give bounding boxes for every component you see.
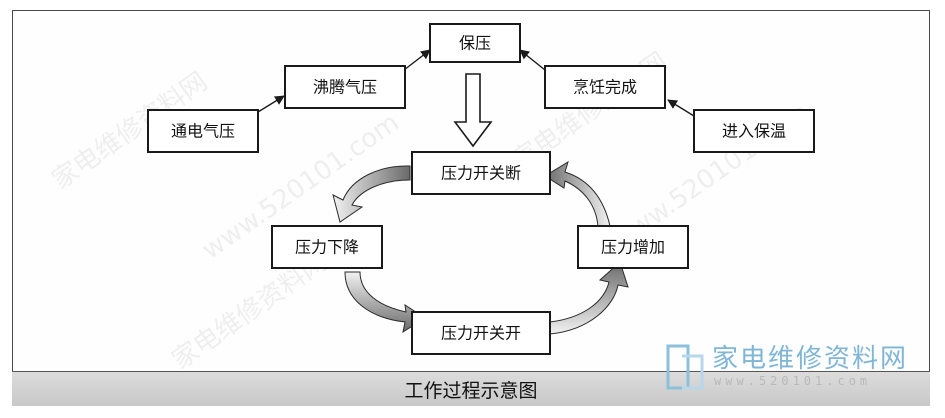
node-zengjia: 压力增加	[577, 225, 689, 269]
svg-text:压力增加: 压力增加	[601, 238, 665, 257]
node-tongdian: 通电气压	[147, 109, 259, 153]
svg-text:烹饪完成: 烹饪完成	[573, 78, 637, 97]
arrow-pengren-to-baoya	[519, 49, 546, 71]
node-feiteng: 沸腾气压	[284, 65, 406, 109]
diagram-caption: 工作过程示意图	[404, 379, 538, 402]
node-xiajiang: 压力下降	[271, 225, 383, 269]
node-pengren: 烹饪完成	[544, 65, 666, 109]
svg-text:保压: 保压	[459, 34, 491, 53]
svg-text:通电气压: 通电气压	[171, 122, 235, 141]
node-baoya: 保压	[429, 23, 521, 63]
arrow-jinru-to-pengren	[667, 99, 695, 117]
top-flow-arrows	[257, 49, 695, 117]
logo-mark-icon	[666, 344, 704, 390]
svg-text:进入保温: 进入保温	[722, 122, 786, 141]
caption-bar: 工作过程示意图	[12, 371, 930, 406]
svg-text:压力开关开: 压力开关开	[441, 324, 521, 343]
arrow-feiteng-to-baoya	[403, 49, 431, 71]
site-logo: 家电维修资料网 www.520101.com	[664, 338, 939, 400]
cycle-arrow-kaiguankai-to-zengjia	[549, 261, 629, 335]
node-kaiguanduan: 压力开关断	[411, 151, 551, 195]
node-jinru: 进入保温	[693, 109, 815, 153]
logo-url: www.520101.com	[714, 374, 872, 388]
svg-text:压力下降: 压力下降	[295, 238, 359, 257]
hollow-down-arrow	[453, 73, 493, 148]
svg-text:压力开关断: 压力开关断	[441, 164, 521, 183]
logo-name: 家电维修资料网	[712, 344, 909, 374]
arrow-tongdian-to-feiteng	[257, 95, 285, 113]
svg-text:沸腾气压: 沸腾气压	[313, 78, 377, 97]
cycle-arrow-zengjia-to-kaiguanduan	[544, 160, 611, 227]
node-kaiguankai: 压力开关开	[411, 311, 551, 355]
cycle-arrow-kaiguanduan-to-xiajiang	[332, 165, 411, 223]
